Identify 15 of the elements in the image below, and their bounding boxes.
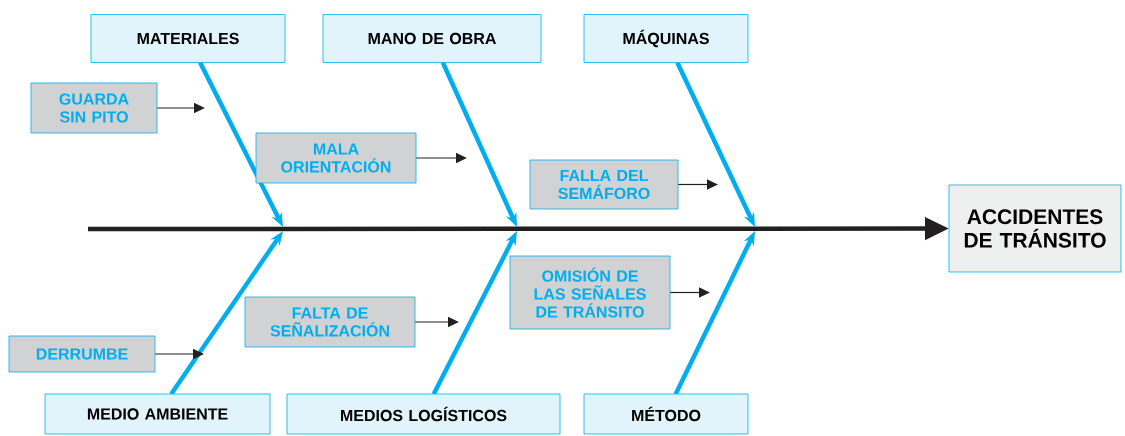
category-box: MATERIALES [90,14,286,63]
category-box: MEDIO AMBIENTE [44,393,271,435]
category-box: MÁQUINAS [583,14,749,63]
cause-box: MALA ORIENTACIÓN [255,132,417,184]
category-box: MANO DE OBRA [322,14,542,63]
cause-box: DERRUMBE [8,335,156,373]
cause-box: FALLA DEL SEMÁFORO [529,159,679,210]
category-box: MEDIOS LOGÍSTICOS [286,393,561,435]
arrow [669,287,710,298]
arrow [677,179,718,190]
cause-box: FALTA DE SEÑALIZACIÓN [244,296,416,348]
effect-box: ACCIDENTES DE TRÁNSITO [948,184,1122,273]
category-box: MÉTODO [583,393,749,435]
cause-box: OMISIÓN DE LAS SEÑALES DE TRÁNSITO [509,255,671,330]
cause-box: GUARDA SIN PITO [30,82,158,134]
